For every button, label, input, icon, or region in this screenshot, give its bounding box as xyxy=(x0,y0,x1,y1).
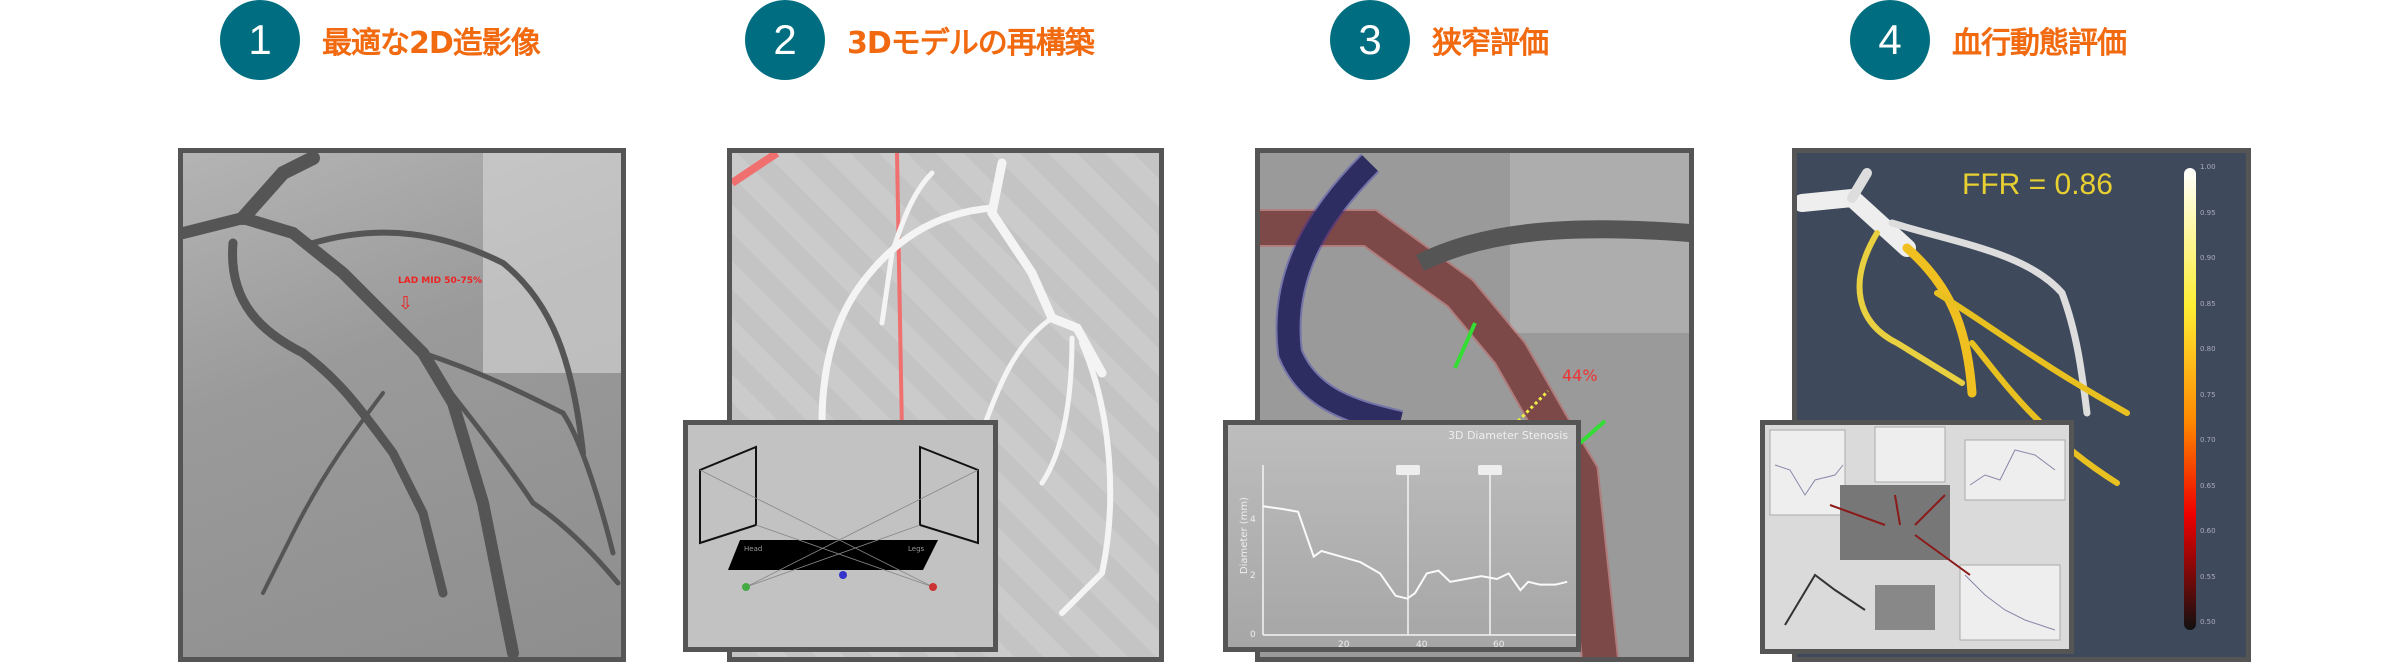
step-title: 血行動態評価 xyxy=(1952,26,2127,61)
scale-tick: 0.95 xyxy=(2200,208,2216,217)
diameter-series-line xyxy=(1262,505,1568,600)
analysis-collage xyxy=(1769,426,2066,641)
x-tick: 20 xyxy=(1338,640,1350,650)
head-label: Head xyxy=(744,545,763,553)
scale-tick: 0.70 xyxy=(2200,436,2216,444)
scale-tick: 0.80 xyxy=(2200,345,2216,353)
diameter-plot xyxy=(1262,465,1576,636)
y-tick: 2 xyxy=(1250,571,1256,581)
chart-title: 3D Diameter Stenosis xyxy=(1448,429,1569,442)
arrow-down-icon: ⇩ xyxy=(398,293,414,314)
step-title: 狭窄評価 xyxy=(1432,26,1549,61)
step-1: 1 最適な2D造影像 xyxy=(220,0,541,80)
step-4: 4 血行動態評価 xyxy=(1850,0,2127,80)
marker-handle[interactable] xyxy=(1396,465,1420,475)
color-scale-ticks: 1.00 0.95 0.90 0.85 0.80 0.75 0.70 0.65 0.60 0.55… xyxy=(2200,163,2240,633)
3d-vessel-drawing xyxy=(732,153,1114,616)
x-tick: 60 xyxy=(1493,640,1505,650)
scale-tick: 0.90 xyxy=(2200,254,2216,262)
scale-tick: 0.60 xyxy=(2200,527,2216,535)
legs-label: Legs xyxy=(908,545,925,553)
stenosis-percent: 44% xyxy=(1562,366,1598,385)
scale-tick: 0.50 xyxy=(2200,618,2216,626)
scale-tick: 0.55 xyxy=(2200,572,2216,581)
diameter-chart-inset: 3D Diameter Stenosis Diameter (mm) 0 2 4… xyxy=(1223,420,1581,652)
projection-geometry-inset: Head Legs xyxy=(683,420,998,652)
step-number-badge: 3 xyxy=(1330,0,1410,80)
ffr-color-scale xyxy=(2184,168,2196,630)
y-tick: 4 xyxy=(1250,515,1256,525)
projection-diagram xyxy=(699,445,979,591)
step-3: 3 狭窄評価 xyxy=(1330,0,1549,80)
ffr-value: FFR = 0.86 xyxy=(1962,168,2113,201)
step-title: 3Dモデルの再構築 xyxy=(847,26,1095,61)
step-number-badge: 2 xyxy=(745,0,825,80)
hemodynamic-analysis-inset xyxy=(1760,420,2074,654)
scale-tick: 0.85 xyxy=(2200,299,2216,308)
marker-handle[interactable] xyxy=(1478,465,1502,475)
step-number-badge: 4 xyxy=(1850,0,1930,80)
scale-tick: 0.75 xyxy=(2200,390,2216,399)
x-tick: 40 xyxy=(1416,640,1428,650)
angiogram-image: LAD MID 50-75% ⇩ xyxy=(178,148,626,662)
step-title: 最適な2D造影像 xyxy=(322,26,541,61)
y-tick: 0 xyxy=(1250,630,1256,640)
step-2: 2 3Dモデルの再構築 xyxy=(745,0,1095,80)
lesion-annotation: LAD MID 50-75% xyxy=(398,276,483,286)
scale-tick: 1.00 xyxy=(2200,163,2216,171)
vessel-drawing xyxy=(183,153,621,657)
step-number-badge: 1 xyxy=(220,0,300,80)
ffr-vessel-drawing xyxy=(1797,168,2196,630)
scale-tick: 0.65 xyxy=(2200,481,2216,490)
